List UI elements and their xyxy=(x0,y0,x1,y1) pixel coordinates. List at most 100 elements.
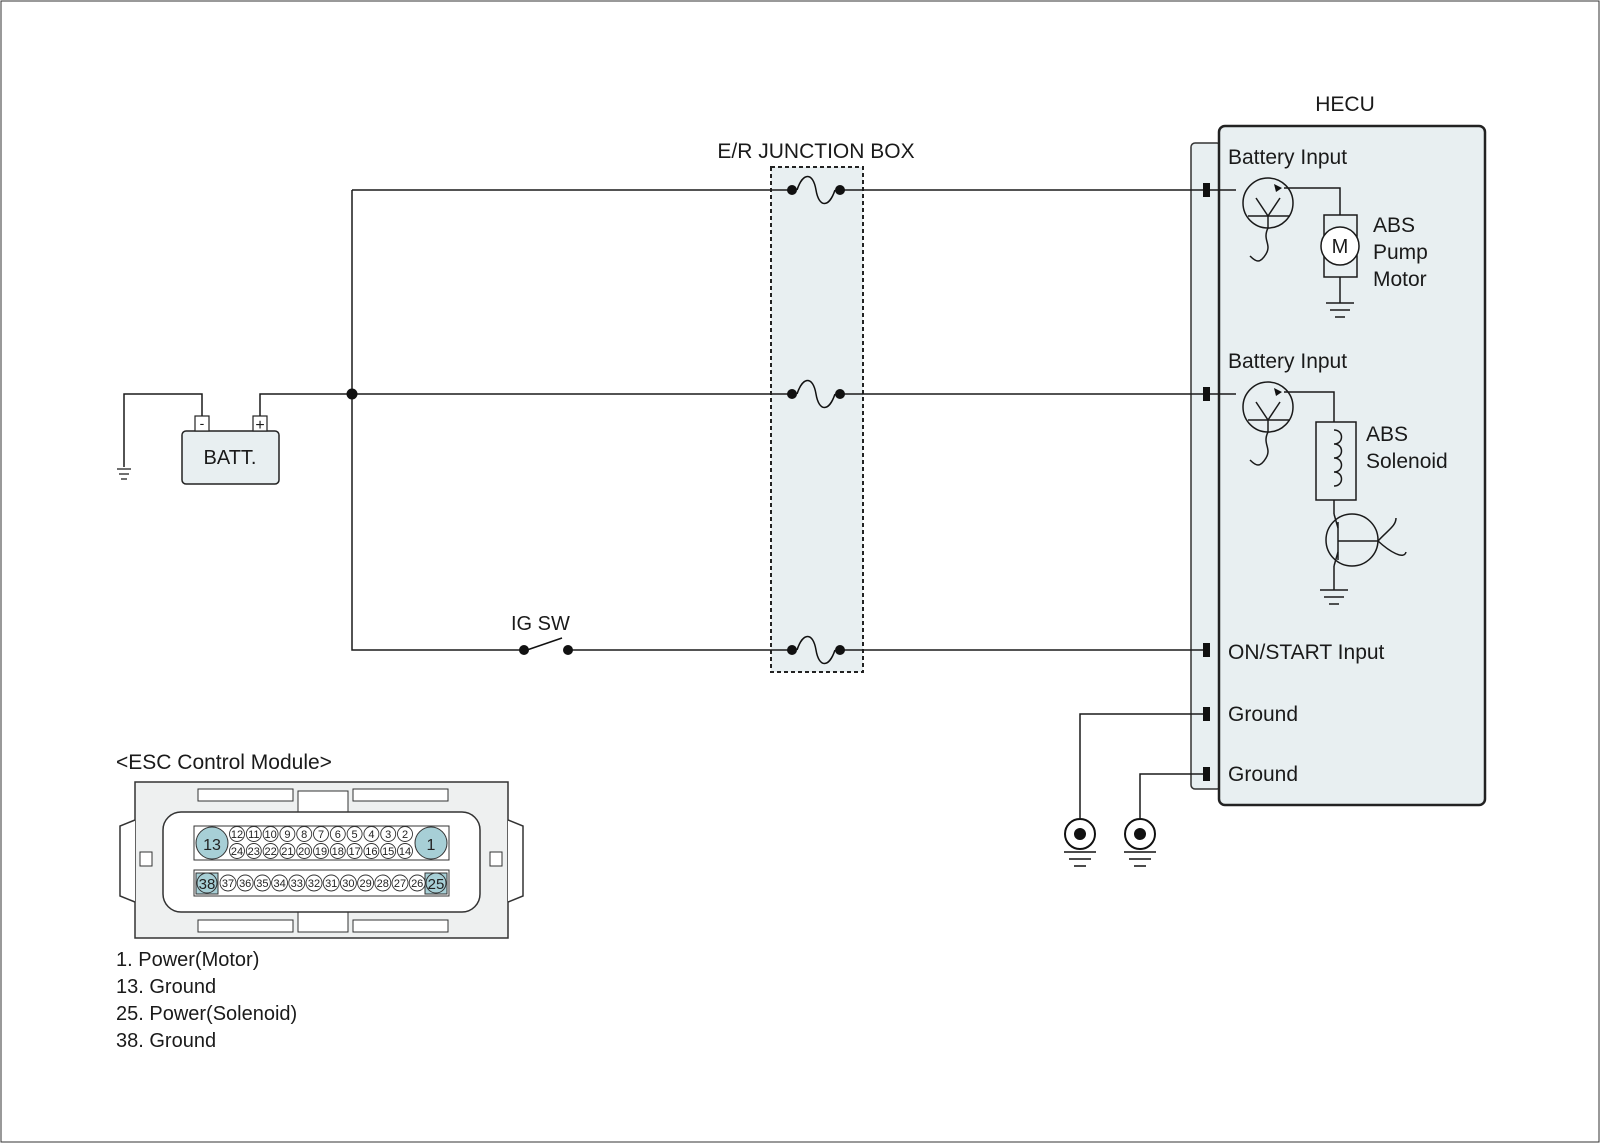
wires xyxy=(123,189,1203,818)
connector-pin xyxy=(346,826,363,842)
connector-pin xyxy=(245,826,262,842)
pin-legend-item: 25. Power(Solenoid) xyxy=(116,1003,297,1025)
connector-pin xyxy=(329,826,346,842)
connector-pin xyxy=(346,843,363,859)
connector-pin-label: 15 xyxy=(382,846,394,858)
fuse-1 xyxy=(787,175,845,205)
connector-pin-label: 30 xyxy=(342,878,354,890)
connector-pin-label: 9 xyxy=(284,829,290,841)
connector-pin xyxy=(357,874,375,892)
abs-pump-motor-line1: ABS xyxy=(1373,214,1415,237)
connector-pin-label: 7 xyxy=(318,829,324,841)
connector-pin xyxy=(397,843,413,859)
connector-pin-label: 10 xyxy=(264,829,276,841)
junction-box: E/R JUNCTION BOX xyxy=(717,140,915,673)
connector-pin-label: 23 xyxy=(248,846,260,858)
connector-pin-label: 37 xyxy=(222,878,234,890)
battery: - + BATT. xyxy=(181,415,280,485)
connector-title: <ESC Control Module> xyxy=(116,751,332,774)
battery-pos-terminal: + xyxy=(255,417,264,434)
connector-pin-label: 17 xyxy=(348,846,360,858)
connector-pin-label: 11 xyxy=(248,829,259,841)
connector-pin xyxy=(296,843,313,859)
pin-legend-item: 38. Ground xyxy=(116,1030,216,1052)
connector-pin xyxy=(253,874,271,892)
connector-pin xyxy=(380,826,397,842)
abs-solenoid-line2: Solenoid xyxy=(1366,450,1448,473)
hecu-pin-battery-input-2: Battery Input xyxy=(1228,350,1347,373)
connector-pin xyxy=(229,843,245,859)
hecu-terminal xyxy=(1203,643,1210,657)
connector-pin xyxy=(219,874,237,892)
connector-pin-label: 31 xyxy=(325,878,337,890)
connector-pin xyxy=(391,874,409,892)
transistor-arrow xyxy=(1274,184,1282,192)
abs-solenoid-line1: ABS xyxy=(1366,423,1408,446)
hecu-terminal xyxy=(1203,767,1210,781)
fuses xyxy=(787,175,845,665)
connector-pin-label: 20 xyxy=(298,846,310,858)
connector-pin-label: 12 xyxy=(231,829,243,841)
pin-legend-item: 1. Power(Motor) xyxy=(116,949,259,971)
connector-pin-label: 33 xyxy=(291,878,303,890)
connector-big-pins: 13 1 38 25 xyxy=(195,826,448,895)
chassis-ground-1 xyxy=(1064,818,1096,867)
pin-13: 13 xyxy=(203,837,221,854)
connector-pin xyxy=(363,843,380,859)
connector-pin-label: 28 xyxy=(377,878,389,890)
connector-pin-label: 21 xyxy=(281,846,293,858)
battery-label: BATT. xyxy=(204,447,257,469)
ig-sw-label: IG SW xyxy=(511,613,570,635)
hecu-pin-on-start-input: ON/START Input xyxy=(1228,641,1385,664)
hecu-pin-ground-2: Ground xyxy=(1228,763,1298,786)
pin-legend-item: 13. Ground xyxy=(116,976,216,998)
pin-1: 1 xyxy=(427,837,436,854)
connector-pin xyxy=(313,826,329,842)
esc-connector xyxy=(119,781,524,939)
motor-symbol: M xyxy=(1332,236,1349,258)
connector-pin-label: 24 xyxy=(231,846,243,858)
connector-pin-label: 16 xyxy=(365,846,377,858)
connector-pin-label: 3 xyxy=(385,829,391,841)
connector-pin xyxy=(245,843,262,859)
pin-25: 25 xyxy=(428,876,445,893)
connector-pin xyxy=(236,874,254,892)
connector-pin-label: 18 xyxy=(332,846,344,858)
connector-pin xyxy=(279,843,296,859)
hecu-terminal xyxy=(1203,183,1210,197)
ground-symbol xyxy=(117,468,131,480)
connector-pin xyxy=(380,843,397,859)
connector-pin xyxy=(305,874,323,892)
hecu-terminal xyxy=(1203,387,1210,401)
connector-pin-label: 32 xyxy=(308,878,320,890)
connector-pin-label: 5 xyxy=(352,829,358,841)
chassis-ground-2 xyxy=(1124,818,1156,867)
transistor-arrow xyxy=(1274,388,1282,396)
connector-pin xyxy=(271,874,289,892)
connector-pin-label: 4 xyxy=(368,829,374,841)
connector-pin-label: 6 xyxy=(335,829,341,841)
connector-pin-label: 19 xyxy=(315,846,327,858)
junction-box-label: E/R JUNCTION BOX xyxy=(717,140,914,163)
fuse-3 xyxy=(787,635,845,665)
hecu-module: HECU Battery Input Battery Input ON/STAR… xyxy=(1190,93,1487,807)
fuse-2 xyxy=(787,379,845,409)
connector-pin xyxy=(288,874,306,892)
connector-pin-label: 8 xyxy=(301,829,307,841)
hecu-pin-battery-input-1: Battery Input xyxy=(1228,146,1347,169)
connector-pin-label: 35 xyxy=(256,878,268,890)
connector-pin xyxy=(322,874,340,892)
connector-pin-label: 27 xyxy=(394,878,406,890)
connector-pin-label: 14 xyxy=(399,846,411,858)
hecu-terminal xyxy=(1203,707,1210,721)
ignition-switch: IG SW xyxy=(511,613,573,655)
connector-pin xyxy=(374,874,392,892)
connector-pin xyxy=(262,826,279,842)
connector-pin xyxy=(329,843,346,859)
hecu-label: HECU xyxy=(1315,93,1375,116)
pump-motor-circuit xyxy=(1210,177,1360,318)
pin-38: 38 xyxy=(199,876,216,893)
solenoid-circuit xyxy=(1210,381,1407,605)
